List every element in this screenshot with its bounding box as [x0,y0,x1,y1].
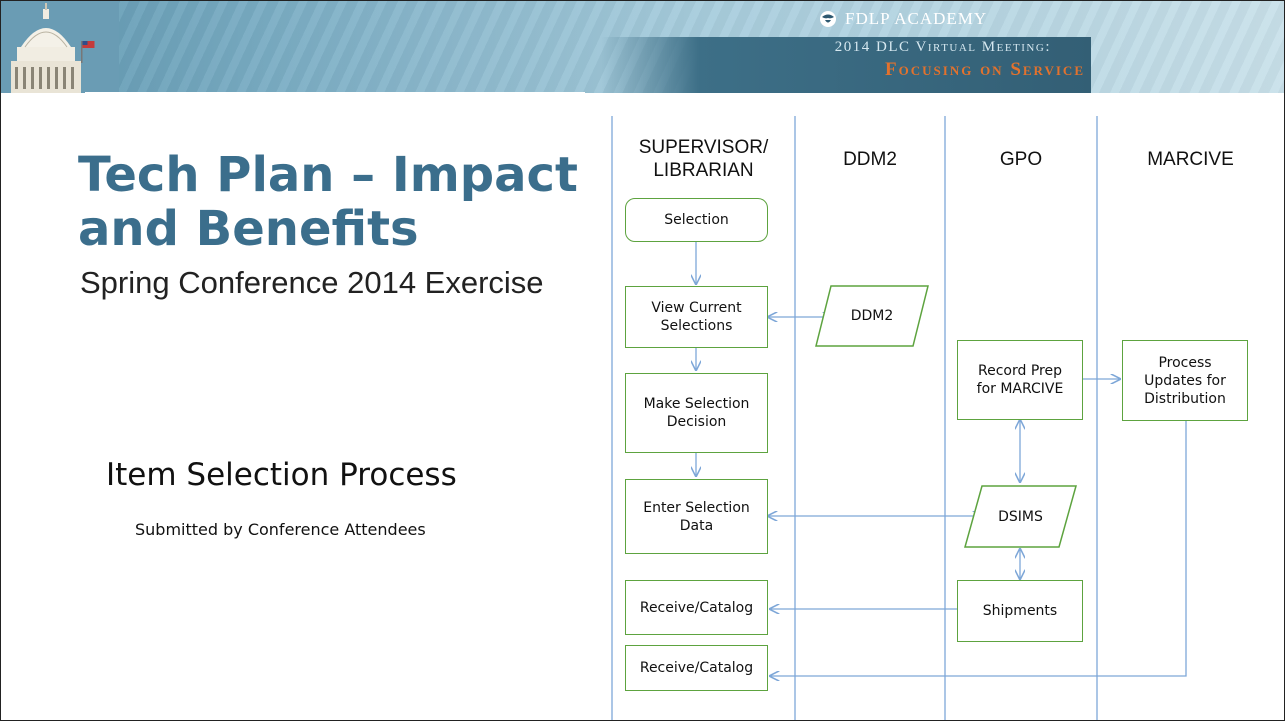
node-record-prep: Record Prep for MARCIVE [957,340,1083,420]
lane-title-gpo: GPO [999,149,1043,170]
node-receive-catalog-2: Receive/Catalog [625,645,768,691]
node-view-current-selections: View Current Selections [625,286,768,348]
node-selection: Selection [625,198,768,242]
process-heading: Item Selection Process [106,457,457,493]
lane-title-ddm2: DDM2 [843,149,897,170]
meeting-title: 2014 DLC Virtual Meeting: [834,39,1051,55]
diagram-connectors [611,116,1187,720]
swimlane-diagram: SUPERVISOR/ LIBRARIAN DDM2 GPO MARCIVE S… [600,116,1284,720]
node-enter-selection-data: Enter Selection Data [625,479,768,554]
lane-title-marcive: MARCIVE [1147,149,1234,170]
academy-text: FDLP ACADEMY [845,9,988,28]
node-make-selection-decision: Make Selection Decision [625,373,768,453]
slide-subtitle: Spring Conference 2014 Exercise [80,265,544,300]
node-receive-catalog-1: Receive/Catalog [625,580,768,635]
banner-divider [85,92,585,95]
fdlp-academy-logo: FDLP ACADEMY [819,7,987,31]
meeting-banner-box [601,37,1091,93]
capitol-dome-icon [1,1,119,93]
node-ddm2: DDM2 [850,308,894,324]
node-process-updates: Process Updates for Distribution [1122,340,1248,421]
header-banner: FDLP ACADEMY 2014 DLC Virtual Meeting: F… [1,1,1284,93]
arrow-process-to-receive [770,421,1187,676]
node-shipments: Shipments [957,580,1083,642]
dsims-data-shape [964,485,1077,548]
meeting-theme: Focusing on Service [885,59,1085,80]
submitted-by: Submitted by Conference Attendees [135,520,426,539]
slide-title: Tech Plan – Impact and Benefits [78,147,578,257]
lane-title-supervisor: SUPERVISOR/ LIBRARIAN [638,137,769,181]
ddm2-data-shape [815,285,929,347]
node-dsims: DSIMS [998,508,1043,525]
fdlp-eagle-icon [820,11,836,27]
